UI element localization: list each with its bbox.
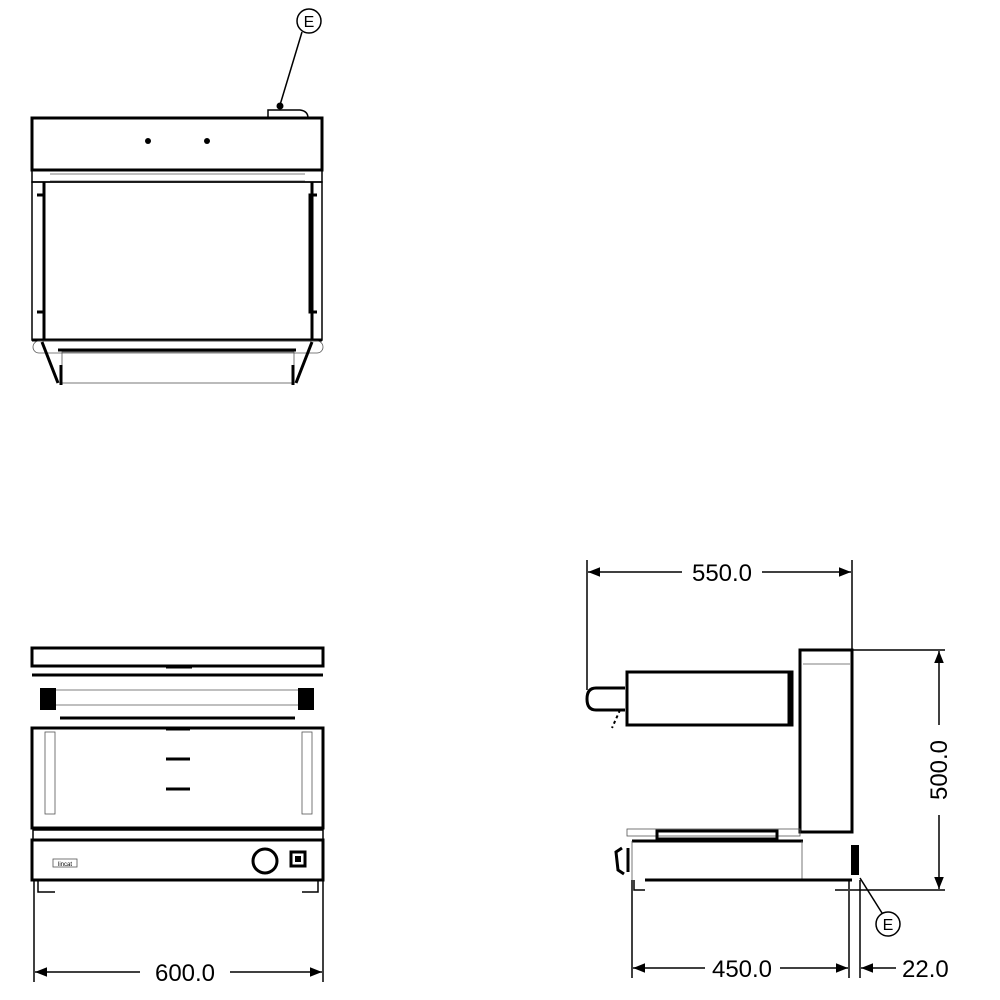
grill-handle (585, 686, 625, 712)
grill-top-housing (30, 116, 324, 172)
dimension-width-600: 600.0 (155, 960, 215, 987)
front-view: lincat 600.0 (30, 646, 325, 987)
callout-circle-side (875, 911, 901, 937)
control-panel (30, 838, 325, 882)
column (798, 648, 854, 834)
callout-circle-top (296, 8, 322, 34)
dimension-base-450: 450.0 (712, 956, 772, 983)
power-switch (289, 850, 307, 868)
control-knob (251, 847, 279, 875)
side-view: 550.0 500.0 E 450.0 (585, 560, 953, 983)
dimension-height-500: 500.0 (926, 740, 953, 800)
knob-top (267, 109, 309, 119)
top-view: E (30, 8, 324, 385)
grill-head (625, 670, 794, 727)
callout-label-side: E (883, 917, 894, 934)
left-bracket (40, 688, 56, 710)
callout-label-top: E (304, 14, 315, 31)
dimension-offset-22: 22.0 (902, 956, 949, 983)
brand-logo: lincat (58, 862, 72, 868)
dimension-depth-550: 550.0 (692, 560, 752, 587)
right-bracket (298, 688, 314, 710)
